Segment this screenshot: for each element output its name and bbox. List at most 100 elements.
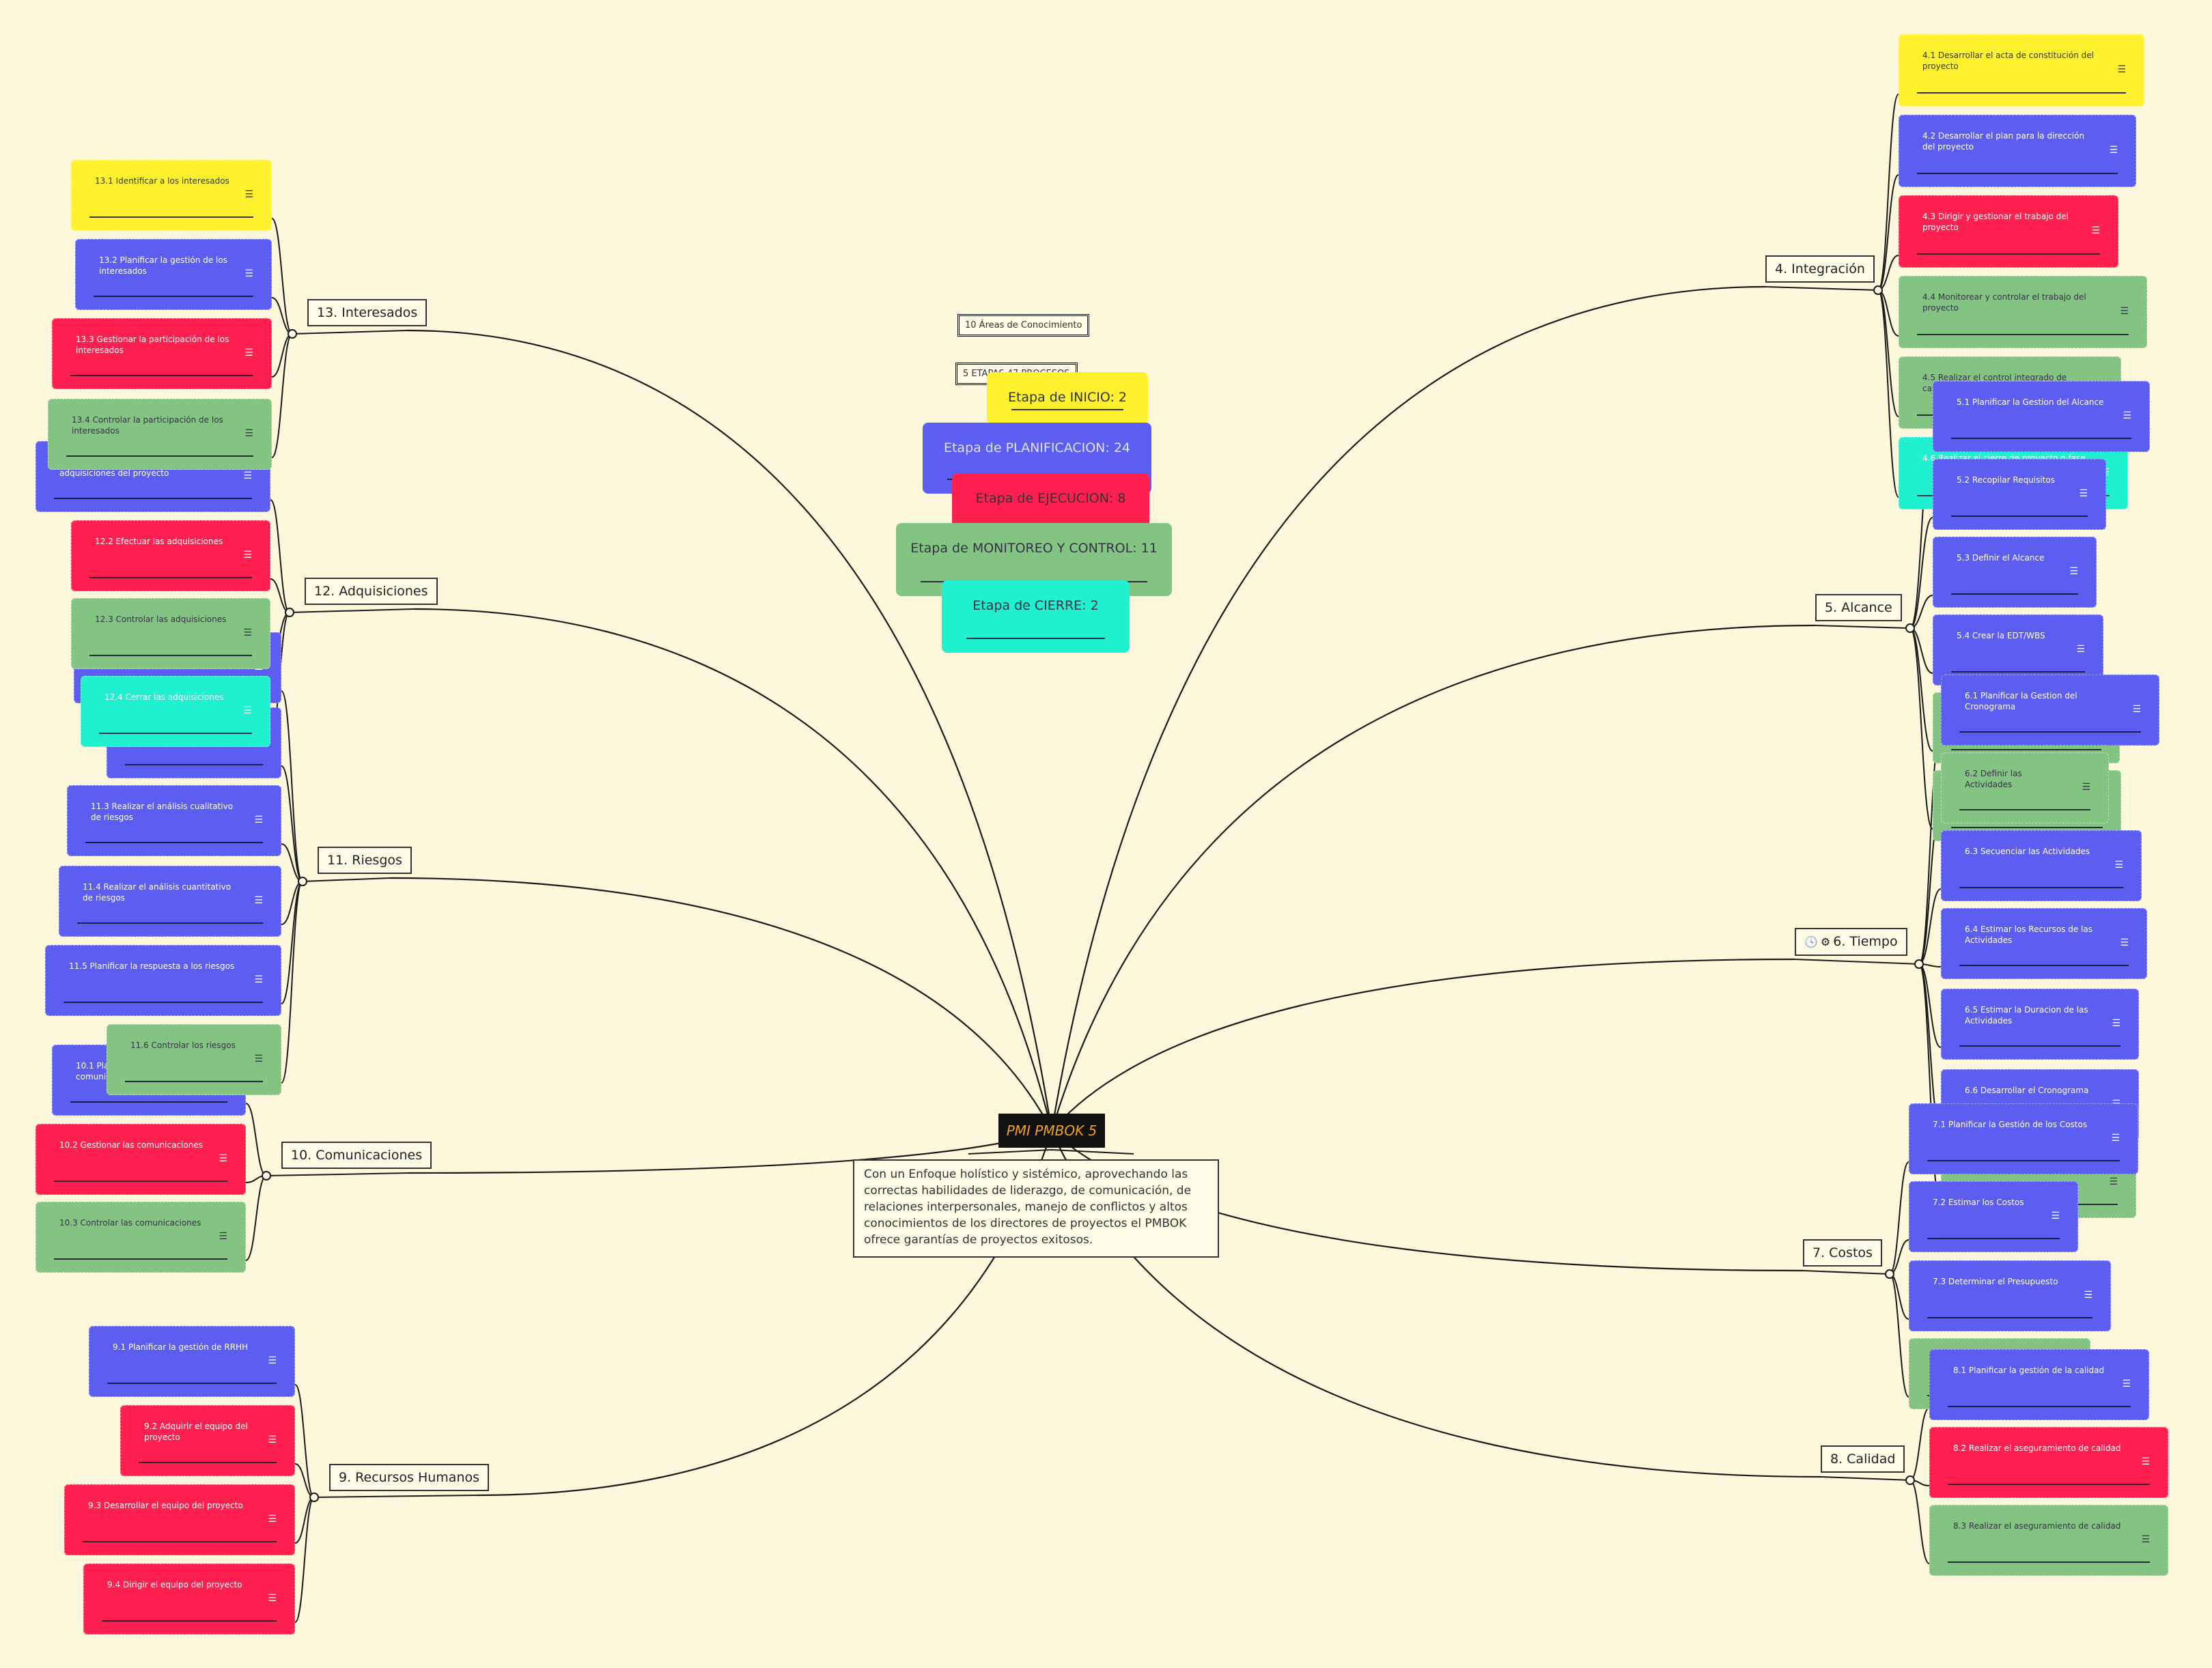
process-node-alcance[interactable]: 5.4 Crear la EDT/WBS☰ — [1933, 614, 2103, 685]
branch-collapse-handle[interactable] — [262, 1171, 271, 1181]
note-icon[interactable]: ☰ — [244, 347, 253, 358]
process-node-rrhh[interactable]: 9.2 Adquirir el equipo del proyecto☰ — [120, 1405, 295, 1476]
process-node-rrhh[interactable]: 9.3 Desarrollar el equipo del proyecto☰ — [64, 1484, 295, 1555]
note-icon[interactable]: ☰ — [2132, 703, 2141, 715]
process-node-rrhh[interactable]: 9.4 Dirigir el equipo del proyecto☰ — [83, 1564, 295, 1635]
note-icon[interactable]: ☰ — [2109, 144, 2118, 156]
note-icon[interactable]: ☰ — [2109, 1176, 2118, 1187]
topic-alcance[interactable]: 5. Alcance — [1815, 594, 1902, 621]
stage-cierre[interactable]: Etapa de CIERRE: 2 — [942, 580, 1130, 653]
note-icon[interactable]: ☰ — [2141, 1456, 2150, 1467]
process-node-integracion[interactable]: 4.2 Desarrollar el plan para la direcció… — [1899, 115, 2136, 187]
note-icon[interactable]: ☰ — [2082, 781, 2090, 793]
process-node-interesados[interactable]: 13.1 Identificar a los interesados ☰ — [71, 160, 272, 231]
process-node-calidad[interactable]: 8.1 Planificar la gestión de la calidad☰ — [1929, 1349, 2149, 1420]
note-icon[interactable]: ☰ — [2141, 1533, 2150, 1545]
note-icon[interactable]: ☰ — [2091, 225, 2100, 236]
note-icon[interactable]: ☰ — [243, 549, 252, 561]
note-icon[interactable]: ☰ — [244, 427, 253, 439]
topic-interesados[interactable]: 13. Interesados — [307, 299, 428, 326]
note-icon[interactable]: ☰ — [2051, 1210, 2060, 1221]
process-node-calidad[interactable]: 8.2 Realizar el aseguramiento de calidad… — [1929, 1427, 2168, 1498]
note-icon[interactable]: ☰ — [2079, 487, 2088, 499]
note-icon[interactable]: ☰ — [2122, 1378, 2131, 1389]
process-node-tiempo[interactable]: 6.1 Planificar la Gestion del Cronograma… — [1941, 675, 2159, 746]
process-node-calidad[interactable]: 8.3 Realizar el aseguramiento de calidad… — [1929, 1505, 2168, 1576]
note-icon[interactable]: ☰ — [2120, 937, 2129, 948]
branch-collapse-handle[interactable] — [288, 329, 297, 339]
branch-collapse-handle[interactable] — [309, 1493, 319, 1502]
branch-collapse-handle[interactable] — [1905, 1475, 1915, 1485]
process-label: 13.1 Identificar a los interesados — [95, 176, 229, 186]
branch-collapse-handle[interactable] — [1873, 285, 1883, 295]
note-icon[interactable]: ☰ — [254, 814, 263, 825]
note-icon[interactable]: ☰ — [2114, 859, 2123, 871]
process-node-tiempo[interactable]: 6.4 Estimar los Recursos de las Activida… — [1941, 908, 2147, 979]
topic-adquisiciones[interactable]: 12. Adquisiciones — [305, 578, 438, 605]
topic-tiempo[interactable]: 🕓⚙6. Tiempo — [1795, 928, 1907, 956]
note-icon[interactable]: ☰ — [268, 1513, 277, 1525]
topic-integracion[interactable]: 4. Integración — [1765, 255, 1875, 283]
note-icon[interactable]: ☰ — [244, 188, 253, 200]
process-node-tiempo[interactable]: 6.3 Secuenciar las Actividades☰ — [1941, 830, 2142, 901]
process-node-integracion[interactable]: 4.3 Dirigir y gestionar el trabajo del p… — [1899, 195, 2118, 268]
topic-comunicaciones[interactable]: 10. Comunicaciones — [281, 1142, 432, 1169]
process-node-costos[interactable]: 7.1 Planificar la Gestión de los Costos☰ — [1909, 1103, 2138, 1174]
note-icon[interactable]: ☰ — [2112, 1017, 2120, 1029]
branch-collapse-handle[interactable] — [298, 877, 307, 886]
topic-calidad[interactable]: 8. Calidad — [1821, 1445, 1905, 1473]
note-icon[interactable]: ☰ — [2117, 63, 2126, 75]
note-icon[interactable]: ☰ — [2120, 305, 2129, 317]
note-icon[interactable]: ☰ — [2076, 643, 2085, 655]
note-icon[interactable]: ☰ — [219, 1230, 227, 1242]
branch-collapse-handle[interactable] — [1905, 623, 1915, 633]
process-node-tiempo[interactable]: 6.5 Estimar la Duracion de las Actividad… — [1941, 989, 2139, 1060]
process-node-riesgos[interactable]: 11.6 Controlar los riesgos☰ — [107, 1024, 281, 1095]
note-icon[interactable]: ☰ — [243, 470, 252, 481]
process-node-rrhh[interactable]: 9.1 Planificar la gestión de RRHH☰ — [89, 1326, 295, 1397]
process-node-comunicaciones[interactable]: 10.3 Controlar las comunicaciones☰ — [36, 1202, 246, 1273]
topic-costos[interactable]: 7. Costos — [1803, 1239, 1882, 1267]
process-node-integracion[interactable]: 4.1 Desarrollar el acta de constitución … — [1899, 34, 2144, 107]
note-icon[interactable]: ☰ — [219, 1153, 227, 1164]
note-icon[interactable]: ☰ — [268, 1592, 277, 1604]
process-node-alcance[interactable]: 5.2 Recopilar Requisitos☰ — [1933, 459, 2106, 530]
branch-collapse-handle[interactable] — [285, 608, 294, 617]
note-icon[interactable]: ☰ — [2123, 410, 2131, 421]
process-node-adquisiciones[interactable]: 12.4 Cerrar las adquisiciones☰ — [81, 676, 270, 747]
topic-riesgos[interactable]: 11. Riesgos — [318, 847, 412, 874]
process-node-tiempo[interactable]: 6.2 Definir las Actividades☰ — [1941, 752, 2109, 823]
note-icon[interactable]: ☰ — [268, 1355, 277, 1366]
process-node-interesados[interactable]: 13.2 Planificar la gestión de los intere… — [75, 239, 272, 310]
process-node-costos[interactable]: 7.3 Determinar el Presupuesto☰ — [1909, 1260, 2111, 1331]
process-node-comunicaciones[interactable]: 10.2 Gestionar las comunicaciones☰ — [36, 1124, 246, 1195]
note-icon[interactable]: ☰ — [2111, 1132, 2120, 1144]
note-icon[interactable]: ☰ — [2069, 565, 2078, 577]
process-node-interesados[interactable]: 13.4 Controlar la participación de los i… — [48, 399, 272, 470]
note-icon[interactable]: ☰ — [244, 268, 253, 279]
process-node-adquisiciones[interactable]: 12.3 Controlar las adquisiciones☰ — [71, 598, 270, 669]
note-icon[interactable]: ☰ — [243, 627, 252, 638]
note-icon[interactable]: ☰ — [243, 705, 252, 716]
process-node-riesgos[interactable]: 11.3 Realizar el análisis cualitativo de… — [67, 785, 281, 856]
process-node-adquisiciones[interactable]: 12.2 Efectuar las adquisiciones☰ — [71, 520, 270, 591]
process-node-alcance[interactable]: 5.1 Planificar la Gestion del Alcance☰ — [1933, 381, 2150, 452]
process-underline — [1951, 827, 2103, 828]
process-node-costos[interactable]: 7.2 Estimar los Costos☰ — [1909, 1181, 2078, 1252]
stage-inicio[interactable]: Etapa de INICIO: 2 — [987, 372, 1148, 424]
note-icon[interactable]: ☰ — [254, 894, 263, 906]
process-node-integracion[interactable]: 4.4 Monitorear y controlar el trabajo de… — [1899, 276, 2147, 348]
process-node-interesados[interactable]: 13.3 Gestionar la participación de los i… — [52, 318, 272, 389]
note-icon[interactable]: ☰ — [254, 1053, 263, 1064]
process-node-riesgos[interactable]: 11.5 Planificar la respuesta a los riesg… — [45, 945, 281, 1016]
branch-collapse-handle[interactable] — [1914, 959, 1924, 969]
branch-collapse-handle[interactable] — [1885, 1269, 1894, 1279]
note-icon[interactable]: ☰ — [2084, 1289, 2092, 1301]
note-icon[interactable]: ☰ — [254, 974, 263, 985]
topic-recursos-humanos[interactable]: 9. Recursos Humanos — [329, 1464, 490, 1491]
process-node-alcance[interactable]: 5.3 Definir el Alcance☰ — [1933, 537, 2097, 608]
note-icon[interactable]: ☰ — [268, 1434, 277, 1445]
central-topic[interactable]: PMI PMBOK 5 — [998, 1114, 1105, 1148]
process-node-riesgos[interactable]: 11.4 Realizar el análisis cuantitativo d… — [59, 866, 281, 937]
process-underline — [64, 1002, 263, 1003]
